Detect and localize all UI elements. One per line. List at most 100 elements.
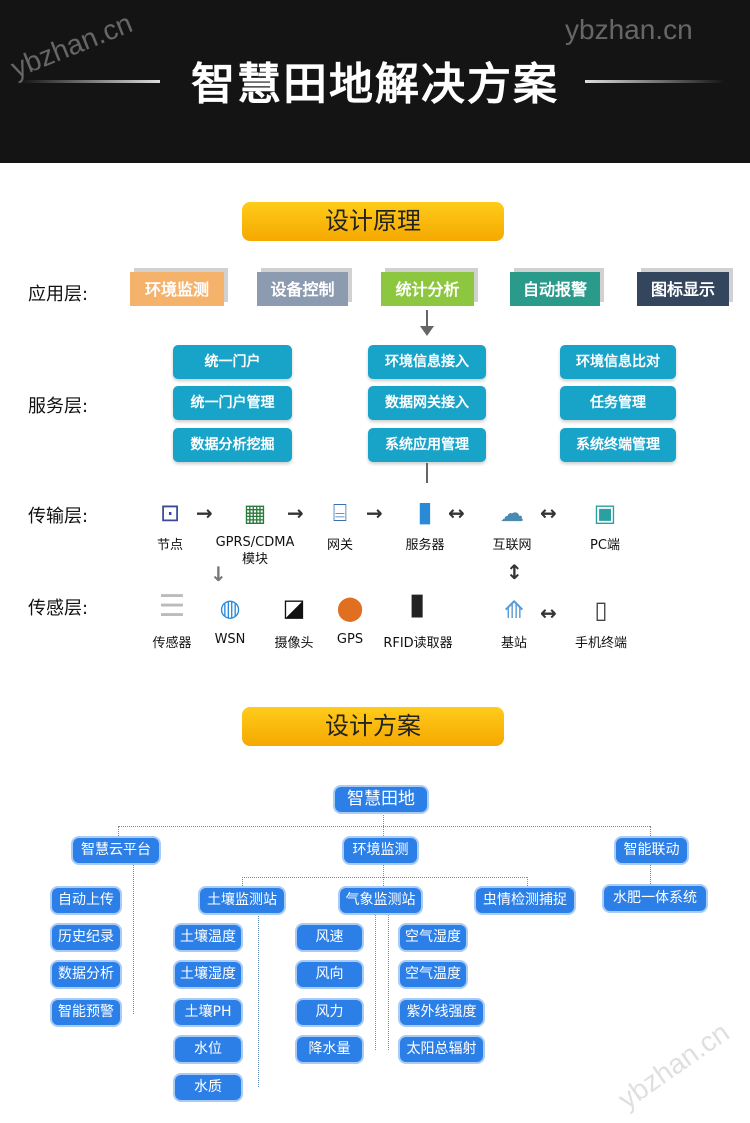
layer-label-sensing: 传感层:	[28, 598, 89, 619]
connector	[118, 826, 650, 827]
transport-label: 网关	[326, 538, 353, 553]
tree-node: 水肥一体系统	[604, 886, 706, 911]
gps-pin-icon: ⬤	[336, 594, 364, 622]
connector	[242, 877, 243, 888]
service-box: 数据网关接入	[368, 386, 486, 420]
connector	[133, 864, 134, 1014]
section-title-principle: 设计原理	[242, 202, 504, 241]
tree-node: 风力	[297, 1000, 362, 1025]
tree-node: 降水量	[297, 1037, 362, 1062]
connector	[375, 913, 376, 1050]
service-box: 任务管理	[560, 386, 676, 420]
tree-node: 土壤PH	[175, 1000, 241, 1025]
tree-node: 数据分析	[52, 962, 120, 987]
transport-label: 互联网	[492, 538, 532, 553]
cloud-icon: ☁	[500, 499, 524, 527]
tree-node: 历史纪录	[52, 925, 120, 950]
sensing-label: 手机终端	[574, 636, 627, 651]
transport-label: GPRS/CDMA 模块	[215, 535, 295, 567]
tree-node: 风向	[297, 962, 362, 987]
tree-node: 智能预警	[52, 1000, 120, 1025]
tree-root: 智慧田地	[335, 787, 427, 812]
server-icon: ▮	[417, 494, 433, 528]
divider	[20, 80, 160, 83]
gateway-icon: ⌸	[332, 499, 348, 527]
sensing-label: 摄像头	[274, 636, 314, 651]
transport-label: 节点	[156, 538, 183, 553]
arrow-both: ↔	[448, 501, 465, 525]
phone-icon: ▯	[594, 596, 608, 624]
tree-node: 土壤温度	[175, 925, 241, 950]
app-box-device-control: 设备控制	[257, 272, 348, 306]
connector	[383, 812, 384, 838]
arrow-right: →	[366, 501, 383, 525]
node-icon: ⊡	[159, 499, 181, 527]
layer-label-transport: 传输层:	[28, 506, 89, 527]
watermark: ybzhan.cn	[565, 14, 693, 45]
service-box: 系统终端管理	[560, 428, 676, 462]
service-box: 统一门户	[173, 345, 292, 379]
wsn-globe-icon: ◍	[219, 594, 241, 622]
arrow-down: ↓	[210, 562, 227, 586]
connector	[383, 864, 384, 888]
tree-node: 水位	[175, 1037, 241, 1062]
arrow-right: →	[287, 501, 304, 525]
arrow-right: →	[196, 501, 213, 525]
section-title-plan: 设计方案	[242, 707, 504, 746]
tree-node: 虫情检测捕捉	[476, 888, 574, 913]
arrow-both: ↔	[540, 601, 557, 625]
tree-node: 气象监测站	[340, 888, 421, 913]
arrow-down-head	[420, 326, 434, 343]
arrow-both: ↔	[540, 501, 557, 525]
app-box-statistics: 统计分析	[381, 272, 474, 306]
app-box-alarm: 自动报警	[510, 272, 600, 306]
connector	[118, 826, 119, 838]
connector	[650, 864, 651, 886]
sensing-label: 传感器	[152, 636, 192, 651]
rfid-reader-icon: ▮	[408, 586, 426, 622]
sensing-label: 基站	[500, 636, 527, 651]
gprs-module-icon: ▦	[243, 499, 267, 527]
service-box: 数据分析挖掘	[173, 428, 292, 462]
header-banner: ybzhan.cn ybzhan.cn 智慧田地解决方案	[0, 0, 750, 163]
page-title: 智慧田地解决方案	[191, 59, 559, 110]
layer-label-app: 应用层:	[28, 284, 89, 305]
tree-node: 空气湿度	[400, 925, 466, 950]
connector	[388, 913, 389, 1050]
tree-node: 自动上传	[52, 888, 120, 913]
tree-node: 土壤监测站	[200, 888, 284, 913]
tree-node: 智慧云平台	[73, 838, 159, 863]
tree-node: 土壤湿度	[175, 962, 241, 987]
connector	[650, 826, 651, 838]
tree-node: 太阳总辐射	[400, 1037, 483, 1062]
sensing-label: GPS	[336, 632, 364, 647]
tree-node: 水质	[175, 1075, 241, 1100]
tree-node: 风速	[297, 925, 362, 950]
arrow-vertical-both: ↕	[506, 560, 523, 584]
connector	[242, 877, 527, 878]
service-box: 环境信息比对	[560, 345, 676, 379]
tree-node: 空气温度	[400, 962, 466, 987]
connector	[258, 913, 259, 1087]
base-station-icon: ⟰	[503, 596, 525, 624]
app-box-env-monitor: 环境监测	[130, 272, 224, 306]
arrow-line	[426, 463, 428, 483]
tree-node: 环境监测	[344, 838, 417, 863]
sensing-label: RFID读取器	[383, 636, 453, 651]
service-box: 环境信息接入	[368, 345, 486, 379]
watermark: ybzhan.cn	[612, 1016, 735, 1115]
arrow-down	[426, 310, 428, 330]
sensor-icon: ☰	[158, 588, 186, 624]
camera-icon: ◪	[282, 594, 306, 622]
connector	[527, 877, 528, 888]
service-box: 系统应用管理	[368, 428, 486, 462]
transport-label: PC端	[590, 538, 620, 553]
app-box-chart-display: 图标显示	[637, 272, 729, 306]
pc-icon: ▣	[593, 499, 617, 527]
transport-label: 服务器	[405, 538, 445, 553]
sensing-label: WSN	[214, 632, 246, 647]
tree-node: 智能联动	[616, 838, 687, 863]
layer-label-service: 服务层:	[28, 396, 89, 417]
tree-node: 紫外线强度	[400, 1000, 483, 1025]
service-box: 统一门户管理	[173, 386, 292, 420]
